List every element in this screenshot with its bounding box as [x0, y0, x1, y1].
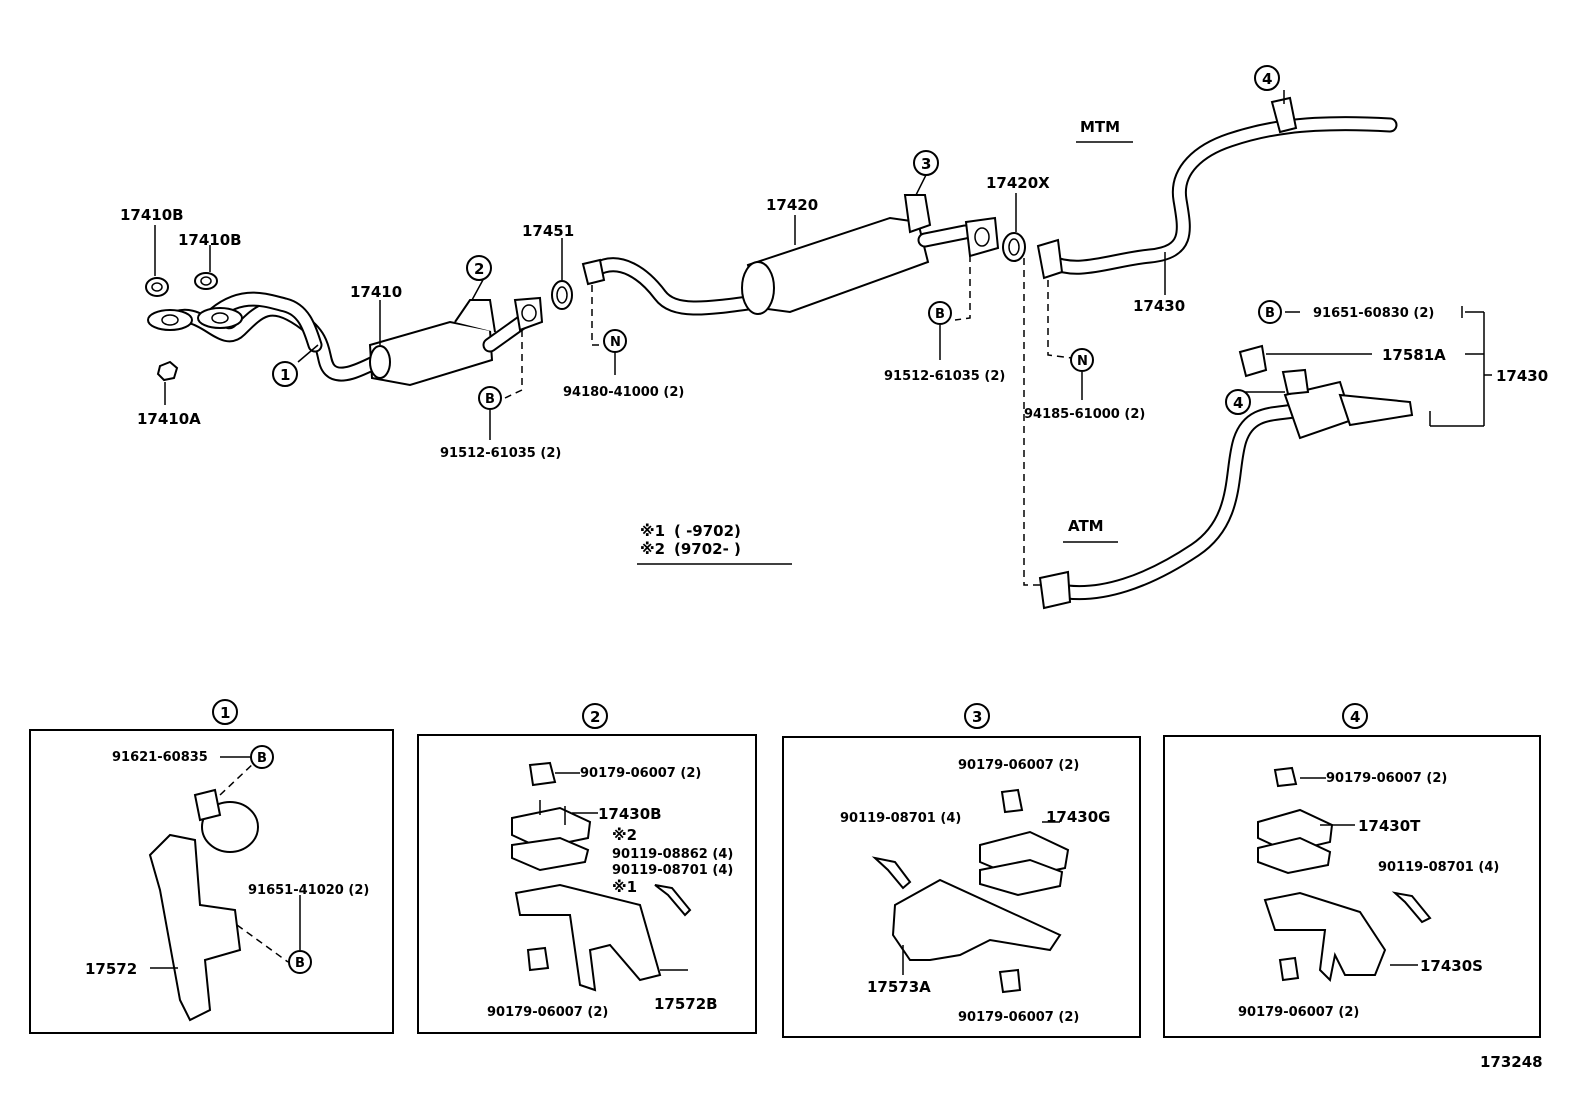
svg-text:B: B — [485, 392, 495, 407]
d3-label-90179-top: 90179-06007 (2) — [958, 758, 1079, 773]
label-17410: 17410 — [350, 283, 402, 301]
svg-text:N: N — [610, 335, 621, 350]
callout-1: 1 — [272, 361, 298, 387]
d2-label-90179-top: 90179-06007 (2) — [580, 766, 701, 781]
svg-text:2: 2 — [590, 708, 600, 726]
label-17430-group: 17430 — [1496, 367, 1548, 385]
d4-label-90179-bot: 90179-06007 (2) — [1238, 1005, 1359, 1020]
d4-label-90179-top: 90179-06007 (2) — [1326, 771, 1447, 786]
label-17451: 17451 — [522, 222, 574, 240]
label-17420: 17420 — [766, 196, 818, 214]
callout-3: 3 — [913, 150, 939, 176]
detail-panel-3: 3 90179-06007 (2) 90119-08701 (4) 17430G… — [782, 703, 1141, 1038]
note-mark-2: ※2 — [640, 540, 665, 558]
label-atm: ATM — [1068, 517, 1104, 535]
hanger-17581a — [1238, 344, 1268, 378]
d4-label-90119: 90119-08701 (4) — [1378, 860, 1499, 875]
callout-2: 2 — [466, 255, 492, 281]
figure-number: 173248 — [1480, 1053, 1543, 1071]
svg-text:N: N — [1077, 354, 1088, 369]
svg-text:4: 4 — [1262, 70, 1272, 88]
d2-label-17430b: 17430B — [598, 805, 662, 823]
callout-b-1: B — [478, 386, 502, 410]
gasket-17410b-2 — [194, 272, 218, 290]
tail-pipe-atm-17430 — [1038, 368, 1414, 610]
d3-label-90119: 90119-08701 (4) — [840, 811, 961, 826]
svg-text:1: 1 — [220, 704, 230, 722]
detail-panel-2: 2 90179-06007 (2) 17430B ※2 90119-08862 … — [417, 703, 757, 1034]
label-17581a: 17581A — [1382, 346, 1446, 364]
detail-panel-1: 1 B B 91621-60835 91651-41020 (2) 17572 — [29, 699, 394, 1034]
front-pipe-17410 — [147, 291, 544, 387]
svg-text:4: 4 — [1233, 394, 1243, 412]
d2-label-90119-08862: 90119-08862 (4) — [612, 847, 733, 862]
note-mark-1: ※1 — [640, 522, 665, 540]
label-91651-60830: 91651-60830 (2) — [1313, 306, 1434, 321]
label-17410b-2: 17410B — [178, 231, 242, 249]
svg-text:4: 4 — [1350, 708, 1360, 726]
gasket-17420x — [1002, 232, 1026, 262]
d2-label-90119-08701: 90119-08701 (4) — [612, 863, 733, 878]
label-17420x: 17420X — [986, 174, 1050, 192]
nut-17410a — [156, 360, 179, 382]
callout-n-2: N — [1070, 348, 1094, 372]
label-17410a: 17410A — [137, 410, 201, 428]
note-range-2: (9702- ) — [674, 540, 741, 558]
svg-text:3: 3 — [921, 155, 931, 173]
d1-label-91621: 91621-60835 — [112, 750, 208, 765]
label-94180-41000: 94180-41000 (2) — [563, 385, 684, 400]
svg-text:1: 1 — [280, 366, 290, 384]
gasket-17410b-1 — [145, 277, 169, 297]
detail-panel-4: 4 90179-06007 (2) 17430T 90119-08701 (4)… — [1163, 703, 1541, 1038]
svg-text:B: B — [1265, 306, 1275, 321]
d4-label-17430s: 17430S — [1420, 957, 1483, 975]
d1-label-91651: 91651-41020 (2) — [248, 883, 369, 898]
label-mtm: MTM — [1080, 118, 1120, 136]
callout-b-3: B — [1258, 300, 1282, 324]
label-17430-mtm: 17430 — [1133, 297, 1185, 315]
label-17410b-1: 17410B — [120, 206, 184, 224]
d3-label-17573a: 17573A — [867, 978, 931, 996]
d2-mark-1: ※1 — [612, 878, 637, 896]
callout-4-atm: 4 — [1225, 389, 1251, 415]
d2-label-90179-bot: 90179-06007 (2) — [487, 1005, 608, 1020]
d3-label-90179-bot: 90179-06007 (2) — [958, 1010, 1079, 1025]
leader-lines — [154, 90, 1492, 586]
label-91512-61035-b: 91512-61035 (2) — [884, 369, 1005, 384]
d3-label-17430g: 17430G — [1046, 808, 1111, 826]
d2-label-17572b: 17572B — [654, 995, 718, 1013]
svg-text:B: B — [935, 307, 945, 322]
callout-4-mtm: 4 — [1254, 65, 1280, 91]
note-range-1: ( -9702) — [674, 522, 741, 540]
label-91512-61035-a: 91512-61035 (2) — [440, 446, 561, 461]
d2-mark-2: ※2 — [612, 826, 637, 844]
svg-text:B: B — [295, 956, 305, 971]
gasket-17451 — [551, 280, 573, 310]
svg-text:2: 2 — [474, 260, 484, 278]
callout-n-1: N — [603, 329, 627, 353]
d4-label-17430t: 17430T — [1358, 817, 1421, 835]
label-94185-61000: 94185-61000 (2) — [1024, 407, 1145, 422]
tail-pipe-mtm-17430 — [1036, 96, 1398, 280]
d1-label-17572: 17572 — [85, 960, 137, 978]
svg-text:3: 3 — [972, 708, 982, 726]
svg-text:B: B — [257, 751, 267, 766]
callout-b-2: B — [928, 301, 952, 325]
center-pipe-17420 — [581, 194, 1000, 316]
